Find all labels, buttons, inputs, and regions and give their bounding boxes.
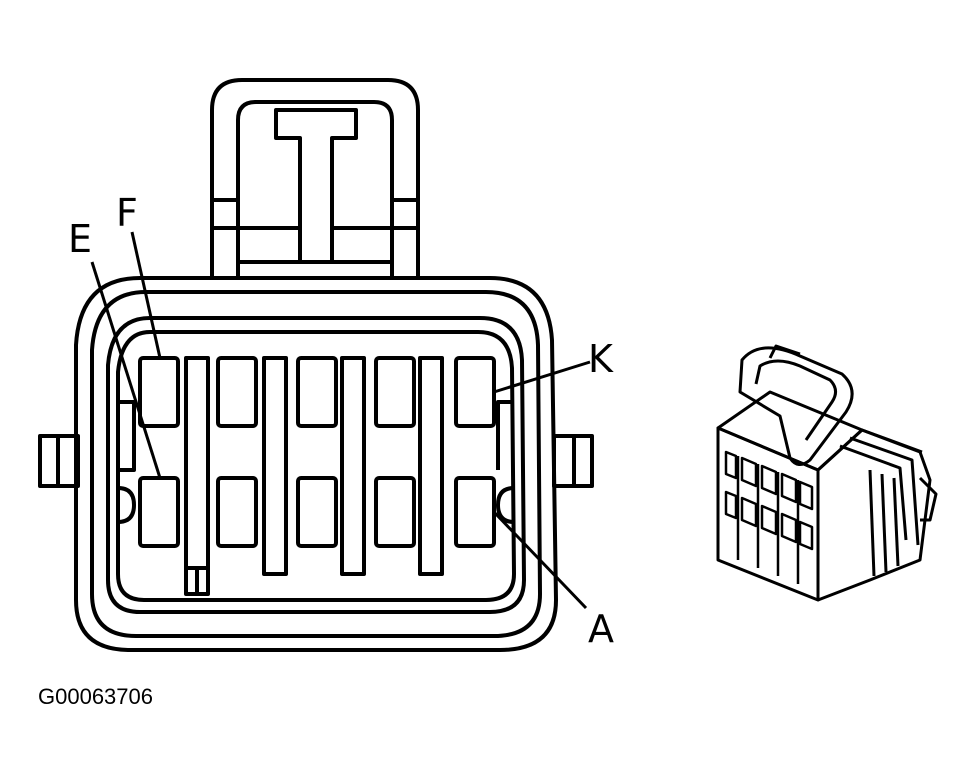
leader-line-f [130,231,162,359]
connector-isometric-view [716,344,938,602]
cavity-k [454,356,496,428]
cavity-f [138,356,180,428]
cavity-label-k: K [588,337,614,381]
side-latch-right [552,434,594,488]
cavity-h [296,356,338,428]
cavity-a [454,476,496,548]
leader-line-e [90,261,162,479]
cavity-c [296,476,338,548]
cavity-b [374,476,416,548]
cavity-j [374,356,416,428]
cavity-label-a: A [588,607,614,651]
connector-housing [74,276,558,652]
leader-lines [90,231,591,610]
cavity-g [216,356,258,428]
connector-face-view [38,78,594,652]
leader-line-a [492,510,588,610]
separator-ribs [184,356,444,596]
side-latch-left [38,434,80,488]
cavity-label-f: F [116,191,138,235]
leader-line-k [493,360,591,394]
locking-tab [210,78,420,278]
cavity-label-e: E [68,217,92,261]
figure-id: G00063706 [38,684,153,709]
cavity-d [216,476,258,548]
cavity-e [138,476,180,548]
isometric-cavities [724,450,814,584]
